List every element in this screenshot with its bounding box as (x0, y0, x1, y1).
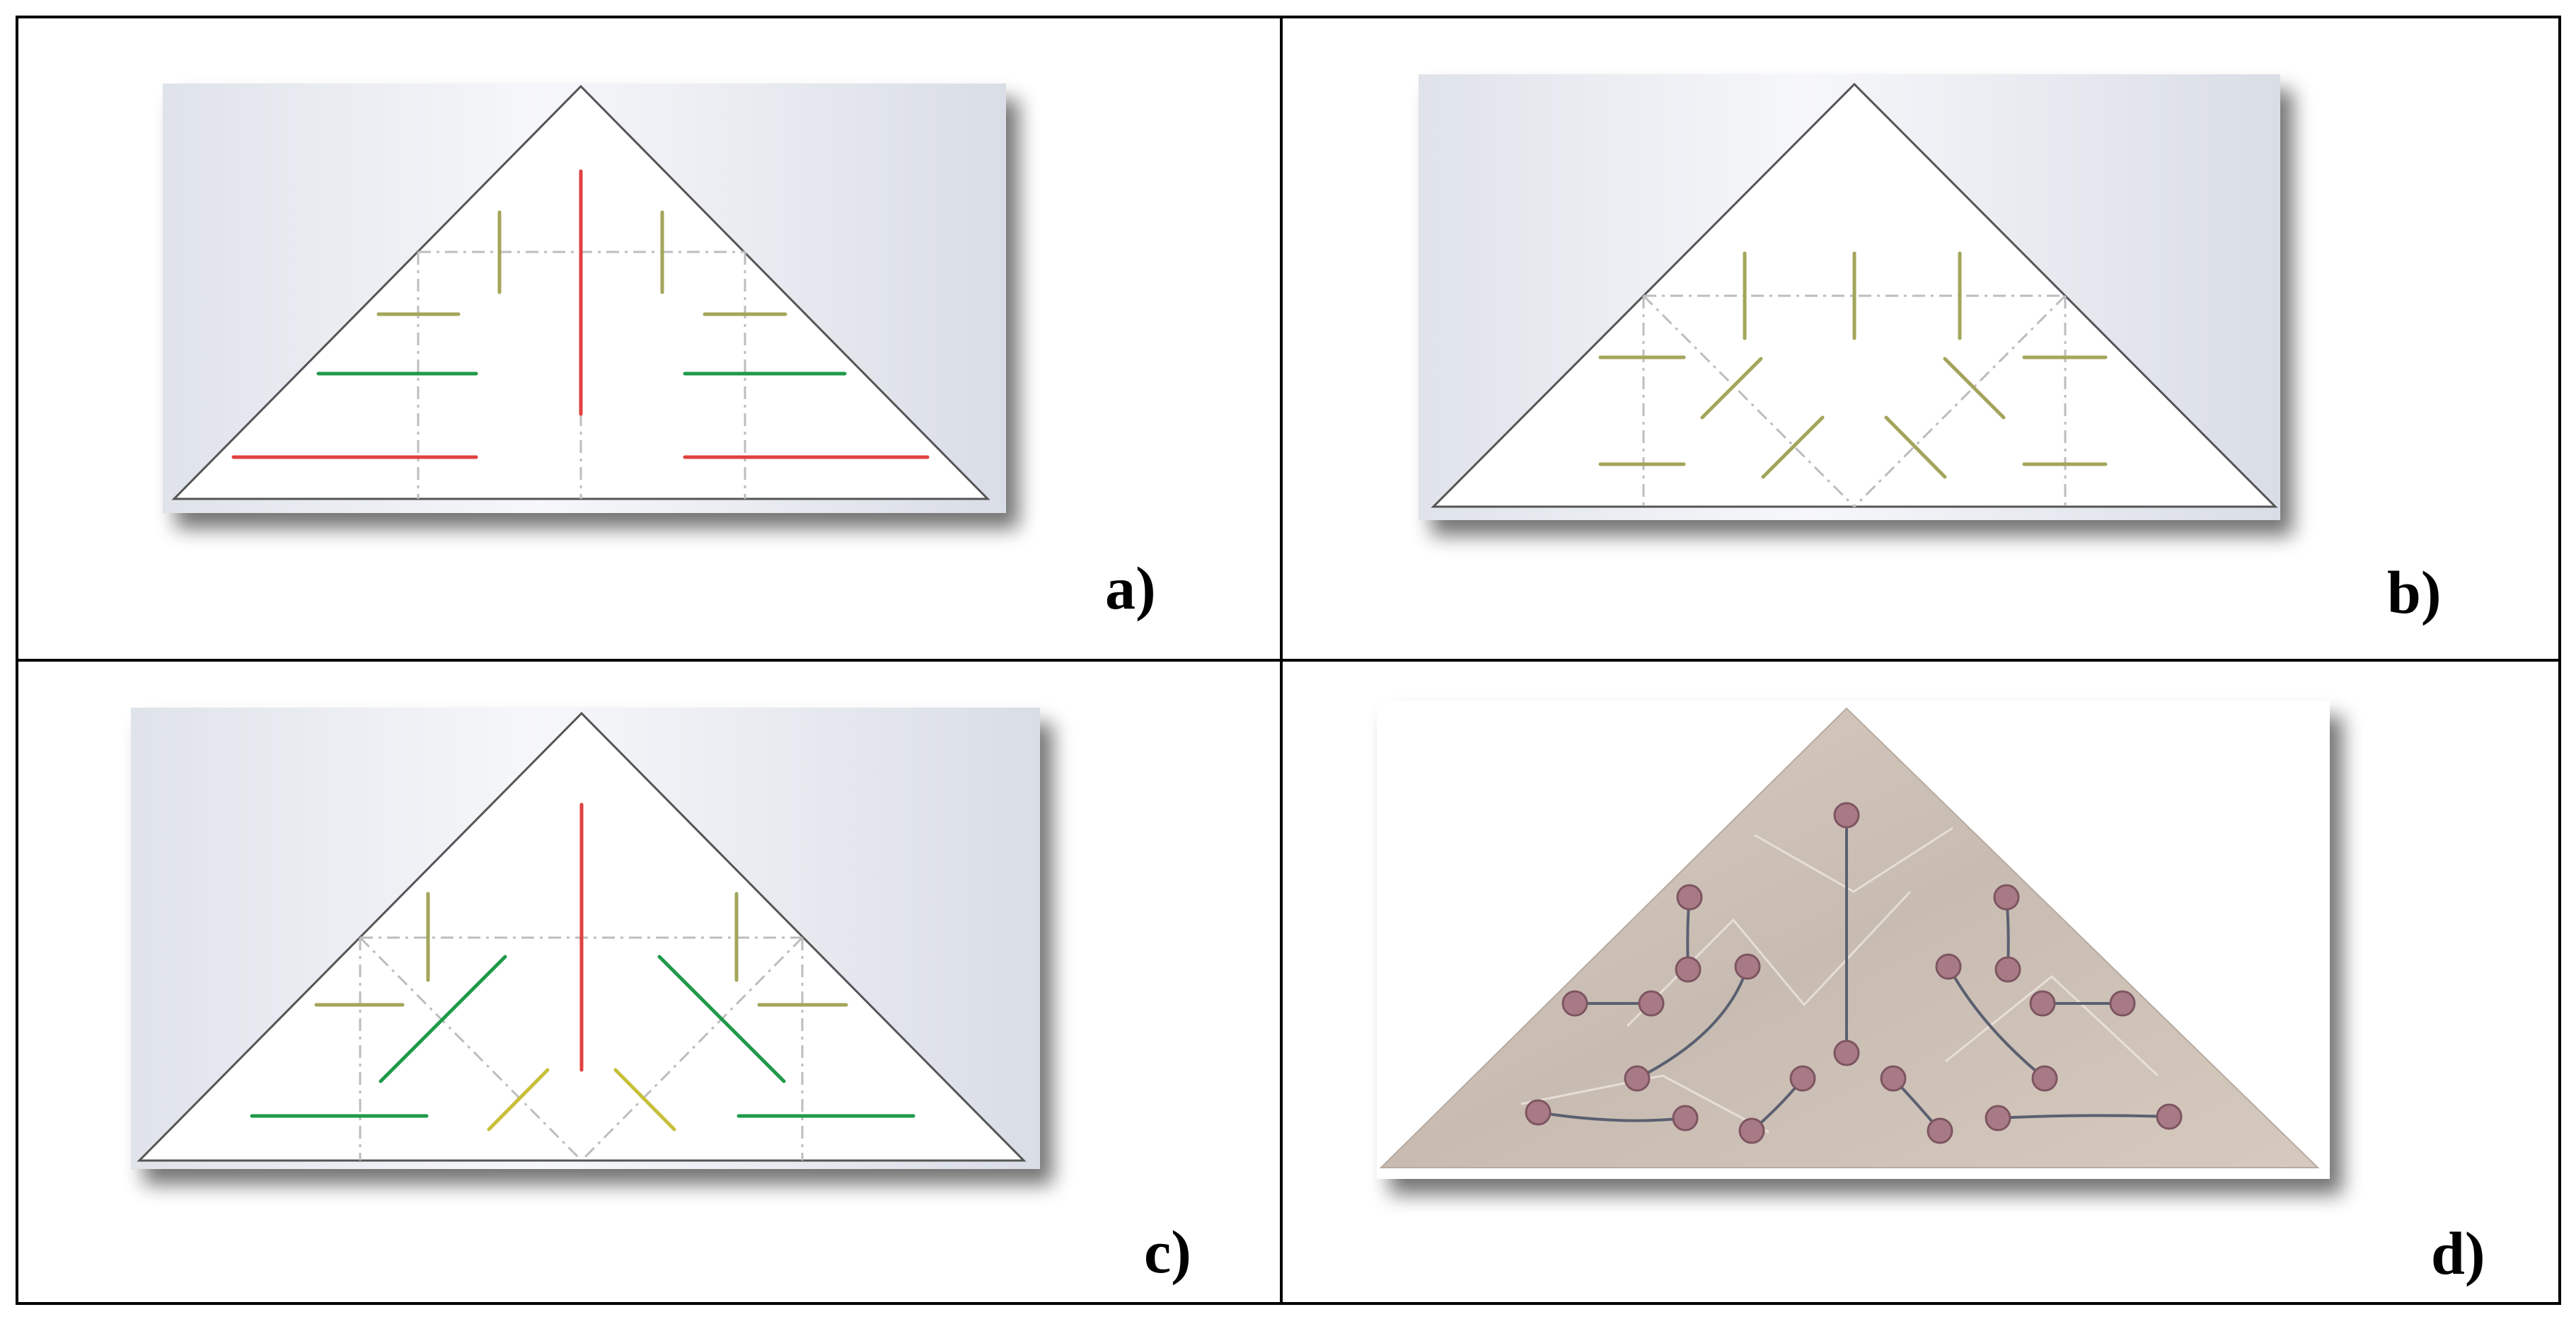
wire-olive (1884, 415, 1947, 479)
wire-dark (1997, 1114, 2171, 1119)
wire-olive (1761, 415, 1825, 479)
panel-grid (16, 16, 2561, 1305)
wire-green (379, 955, 507, 1083)
sma-wires-a (231, 169, 930, 459)
wire-dark (1537, 1111, 1687, 1122)
sma-wires-c (250, 802, 916, 1132)
panel-b: b) (1419, 74, 2441, 626)
wire-olive (1700, 357, 1763, 420)
panel-label-c: c) (1144, 1218, 1191, 1286)
sma-wires-d (1537, 814, 2171, 1132)
wire-dark (1947, 965, 2046, 1080)
sma-wires-b (1598, 251, 2108, 479)
sma-anchors-d (1525, 802, 2183, 1144)
wire-yellow (613, 1068, 676, 1132)
panel-d: d) (1377, 701, 2485, 1287)
wire-dark (1636, 965, 1749, 1080)
panel-a: a) (163, 84, 1156, 622)
fold-lines-b (1642, 294, 2067, 508)
panel-label-d: d) (2431, 1219, 2485, 1287)
panel-c: c) (131, 708, 1191, 1286)
panel-label-b: b) (2387, 558, 2441, 626)
panel-label-a: a) (1105, 554, 1156, 622)
wire-yellow (487, 1068, 550, 1132)
wire-green (657, 955, 786, 1083)
foil-sheet-d (1379, 707, 2320, 1168)
wire-olive (1943, 357, 2006, 420)
